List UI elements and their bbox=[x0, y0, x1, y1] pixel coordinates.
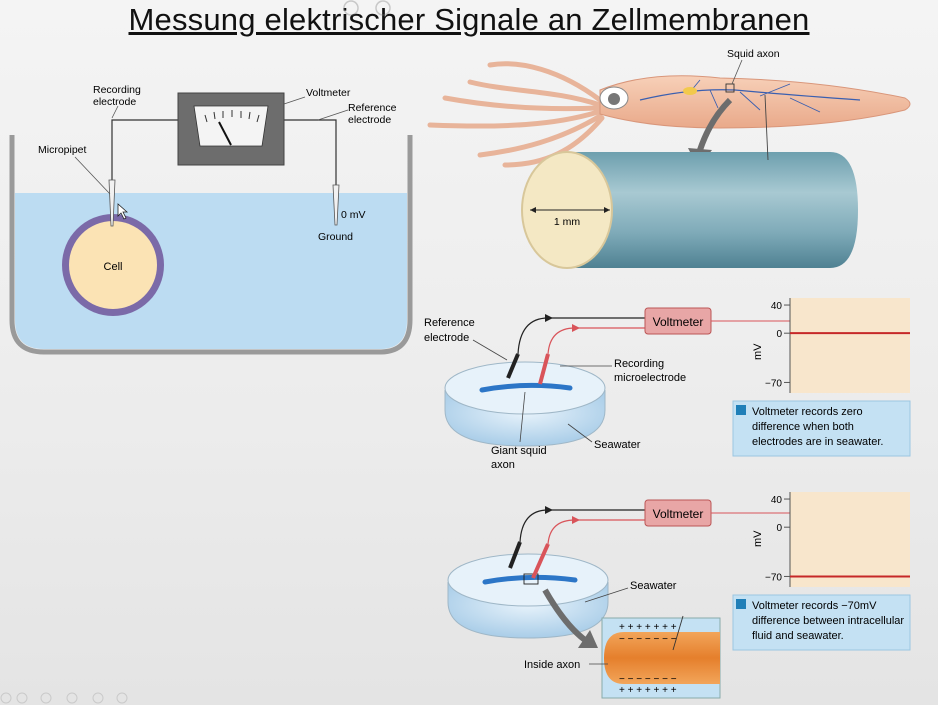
chart-1-ticks: 40 0 −70 bbox=[765, 301, 790, 389]
chart-1-ylabel: mV bbox=[752, 343, 764, 360]
label-seawater-p1: Seawater bbox=[594, 439, 641, 451]
tick-label: 40 bbox=[771, 301, 783, 312]
voltmeter-label-1: Voltmeter bbox=[653, 315, 704, 329]
rec-electrode-2 bbox=[531, 543, 550, 579]
cell-label: Cell bbox=[104, 261, 123, 273]
label-recording-p1-2: microelectrode bbox=[614, 372, 686, 384]
axon-inside-fill bbox=[604, 632, 720, 684]
caption-2-marker bbox=[736, 599, 746, 609]
zoom-arrow-2 bbox=[542, 588, 587, 643]
label-recording-p1-1: Recording bbox=[614, 358, 664, 370]
beaker bbox=[9, 135, 413, 355]
zoom-arrow bbox=[697, 97, 733, 151]
label-squid-axon: Squid axon bbox=[727, 48, 780, 60]
rec-electrode-1 bbox=[538, 353, 550, 385]
page-title: Messung elektrischer Signale an Zellmemb… bbox=[128, 2, 810, 37]
label-giant-p1-1: Giant squid bbox=[491, 445, 547, 457]
label-voltmeter: Voltmeter bbox=[306, 87, 351, 99]
caption-1-line1: Voltmeter records zero bbox=[752, 406, 863, 418]
chart-1-bg bbox=[790, 298, 910, 393]
axon-locator-box bbox=[725, 83, 735, 93]
toolbar-icon-4[interactable] bbox=[66, 692, 78, 704]
minus-row-top: − − − − − − − bbox=[619, 634, 677, 645]
label-0mv: 0 mV bbox=[341, 209, 366, 221]
squid-tentacles bbox=[427, 61, 605, 168]
plus-row-top: + + + + + + + bbox=[619, 622, 677, 633]
axon-cylinder bbox=[567, 152, 858, 268]
minus-row-bottom: − − − − − − − bbox=[619, 674, 677, 685]
squid-illustration: Squid axon 1 mm bbox=[427, 48, 911, 269]
caption-1-marker bbox=[736, 405, 746, 415]
panel-1: Voltmeter Reference electrode Recording … bbox=[424, 298, 911, 471]
label-reference-electrode-1: Reference bbox=[348, 102, 397, 114]
toolbar-icon-5[interactable] bbox=[92, 692, 104, 704]
axon-zoom-box bbox=[523, 573, 539, 585]
toolbar-icon-1[interactable] bbox=[0, 692, 12, 704]
tick-label: 40 bbox=[771, 495, 783, 506]
caption-1-box bbox=[732, 400, 911, 457]
plus-row-bottom: + + + + + + + bbox=[619, 685, 677, 696]
giant-axon-1 bbox=[479, 382, 573, 393]
label-1mm: 1 mm bbox=[554, 216, 581, 228]
toolbar-icon-2[interactable] bbox=[16, 692, 28, 704]
label-recording-electrode-1: Recording bbox=[93, 84, 141, 96]
cell-body bbox=[69, 221, 157, 309]
tick-label: 0 bbox=[776, 523, 782, 534]
squid-body bbox=[599, 75, 911, 129]
toolbar-icon-3[interactable] bbox=[40, 692, 52, 704]
chart-2-bg bbox=[790, 492, 910, 587]
chart-2-ylabel: mV bbox=[752, 530, 764, 547]
voltmeter-dial bbox=[193, 105, 269, 147]
panel-2: Voltmeter Seawater + + + + + + + − − − −… bbox=[447, 492, 911, 699]
label-ref-electrode-p1-1: Reference bbox=[424, 317, 475, 329]
toolbar-icon-6[interactable] bbox=[116, 692, 128, 704]
caption-2-line3: fluid and seawater. bbox=[752, 630, 844, 642]
label-recording-electrode-2: electrode bbox=[93, 96, 136, 108]
caption-2-line2: difference between intracellular bbox=[752, 615, 904, 627]
caption-1-line2: difference when both bbox=[752, 421, 854, 433]
dial-ticks bbox=[204, 110, 260, 123]
chart-2-ticks: 40 0 −70 bbox=[765, 495, 790, 583]
label-ground: Ground bbox=[318, 231, 353, 243]
zoom-out-icon[interactable] bbox=[375, 0, 391, 16]
label-giant-p1-2: axon bbox=[491, 459, 515, 471]
reference-wire bbox=[284, 119, 337, 190]
micropipet bbox=[108, 179, 116, 227]
caption-2-box bbox=[732, 594, 911, 651]
zoom-in-icon[interactable] bbox=[343, 0, 359, 16]
label-ref-electrode-p1-2: electrode bbox=[424, 332, 469, 344]
ref-electrode-1 bbox=[506, 353, 520, 379]
label-inside-axon: Inside axon bbox=[524, 659, 580, 671]
caption-2-line1: Voltmeter records −70mV bbox=[752, 600, 877, 612]
mouse-cursor-icon bbox=[117, 203, 129, 220]
voltmeter-needle bbox=[218, 121, 232, 146]
squid-nerves bbox=[639, 89, 861, 101]
ref-electrode-2 bbox=[508, 541, 522, 569]
tick-label: −70 bbox=[765, 572, 782, 583]
label-seawater-p2: Seawater bbox=[630, 580, 677, 592]
label-reference-electrode-2: electrode bbox=[348, 114, 391, 126]
left-setup: Cell Recording electrode Voltmeter Refer bbox=[9, 84, 413, 355]
label-micropipet: Micropipet bbox=[38, 144, 87, 156]
caption-1-line3: electrodes are in seawater. bbox=[752, 436, 883, 448]
tick-label: −70 bbox=[765, 378, 782, 389]
tick-label: 0 bbox=[776, 329, 782, 340]
reference-electrode-tip bbox=[332, 184, 340, 226]
giant-axon-2 bbox=[482, 574, 578, 585]
viewer-controls[interactable] bbox=[0, 0, 391, 704]
voltmeter-label-2: Voltmeter bbox=[653, 507, 704, 521]
